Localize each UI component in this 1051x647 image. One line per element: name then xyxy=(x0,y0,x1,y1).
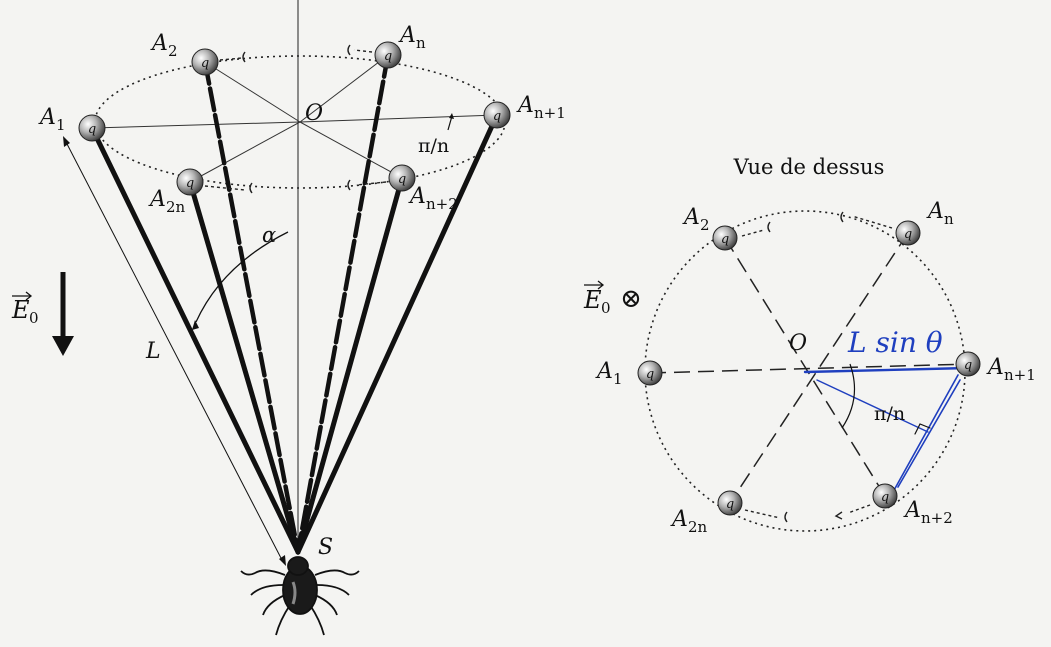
top-view: Vue de dessus L sin θ q xyxy=(583,155,1036,536)
charge-top-A2: q xyxy=(712,225,738,251)
charge-An1: q xyxy=(483,101,511,129)
charge-top-A1: q xyxy=(637,360,663,386)
top-label-An: A xyxy=(926,199,944,224)
top-label-pi-n: π/n xyxy=(874,403,905,425)
charge-top-An2: q xyxy=(872,483,898,509)
threads xyxy=(89,52,500,555)
svg-text:n: n xyxy=(944,210,954,228)
svg-text:n: n xyxy=(416,34,426,52)
diameters xyxy=(649,232,971,504)
label-A2: A xyxy=(150,31,168,56)
svg-text:q: q xyxy=(493,109,501,124)
svg-text:q: q xyxy=(88,122,96,137)
continuation-marks xyxy=(204,44,387,194)
charge-top-A2n: q xyxy=(717,490,743,516)
top-view-title: Vue de dessus xyxy=(733,155,885,179)
label-An1: A xyxy=(516,93,534,118)
charge-A1: q xyxy=(78,114,106,142)
top-label-A1: A xyxy=(595,359,613,384)
svg-text:n+2: n+2 xyxy=(921,509,953,527)
charge-A2n: q xyxy=(176,168,204,196)
label-A1: A xyxy=(38,105,56,130)
into-page-icon: ⊗ xyxy=(620,284,642,314)
charge-top-An: q xyxy=(895,220,921,246)
alpha-arc xyxy=(195,231,289,323)
svg-text:1: 1 xyxy=(56,116,66,134)
thread-A1 xyxy=(89,125,301,555)
charge-A2: q xyxy=(191,48,219,76)
top-label-A2: A xyxy=(682,205,700,230)
top-label-An2: A xyxy=(903,498,921,523)
svg-text:q: q xyxy=(646,367,654,382)
svg-text:2n: 2n xyxy=(688,518,708,536)
charge-An: q xyxy=(374,41,402,69)
charges-top: q q q q q q xyxy=(637,220,981,516)
label-pi-n-side: π/n xyxy=(418,135,449,157)
side-labels: A 1 A 2 A 2n A n A n+1 A n+2 O π/n α L S xyxy=(38,23,566,560)
thread-An2 xyxy=(295,175,405,555)
e-field-label-side: E 0 xyxy=(11,291,39,327)
e-field-arrowhead xyxy=(52,336,74,356)
label-L: L xyxy=(145,339,161,364)
top-label-An1: A xyxy=(986,355,1004,380)
length-arrow xyxy=(65,141,283,561)
svg-text:1: 1 xyxy=(613,370,623,388)
radii xyxy=(91,54,498,183)
label-A2n: A xyxy=(148,187,166,212)
top-labels: A 2 A n A 1 A n+1 A 2n A n+2 O π/n xyxy=(595,199,1036,536)
thread-A2n xyxy=(187,179,301,555)
svg-text:q: q xyxy=(186,176,194,191)
handwritten-L-sin-theta: L sin θ xyxy=(847,326,943,359)
label-S: S xyxy=(318,535,333,560)
svg-text:2n: 2n xyxy=(166,198,186,216)
side-view: q q q q q q xyxy=(11,0,566,636)
length-arrowhead-bottom xyxy=(279,555,286,566)
svg-text:q: q xyxy=(721,232,729,247)
svg-text:E: E xyxy=(11,296,30,324)
svg-text:q: q xyxy=(398,172,406,187)
charge-An2: q xyxy=(388,164,416,192)
svg-text:q: q xyxy=(881,490,889,505)
svg-text:E: E xyxy=(583,286,602,314)
angle-arrowhead xyxy=(449,113,454,119)
thread-A2 xyxy=(202,59,301,555)
top-label-O: O xyxy=(789,331,807,356)
svg-text:2: 2 xyxy=(168,42,178,60)
top-label-A2n: A xyxy=(670,507,688,532)
svg-text:n+2: n+2 xyxy=(426,195,458,213)
label-An2: A xyxy=(408,184,426,209)
label-alpha: α xyxy=(262,223,276,247)
svg-text:2: 2 xyxy=(700,216,710,234)
svg-text:q: q xyxy=(384,49,392,64)
label-An: A xyxy=(398,23,416,48)
alpha-arrowhead xyxy=(192,320,199,330)
svg-text:n+1: n+1 xyxy=(534,104,566,122)
svg-text:q: q xyxy=(904,227,912,242)
charge-top-An1: q xyxy=(955,351,981,377)
top-angle-arc xyxy=(841,363,856,429)
thread-An1 xyxy=(295,112,500,555)
handwritten-annotations xyxy=(803,366,970,493)
svg-text:q: q xyxy=(201,56,209,71)
thread-An xyxy=(295,52,391,555)
spider-icon xyxy=(240,556,360,636)
svg-text:n+1: n+1 xyxy=(1004,366,1036,384)
svg-text:q: q xyxy=(964,358,972,373)
top-continuation-marks xyxy=(741,211,893,523)
length-arrowhead-top xyxy=(63,136,70,147)
svg-text:0: 0 xyxy=(29,309,39,327)
charges-side: q q q q q q xyxy=(78,41,511,196)
e-field-label-top: E 0 ⊗ xyxy=(583,280,642,317)
label-O-side: O xyxy=(305,101,323,126)
svg-text:0: 0 xyxy=(601,299,611,317)
svg-text:q: q xyxy=(726,497,734,512)
